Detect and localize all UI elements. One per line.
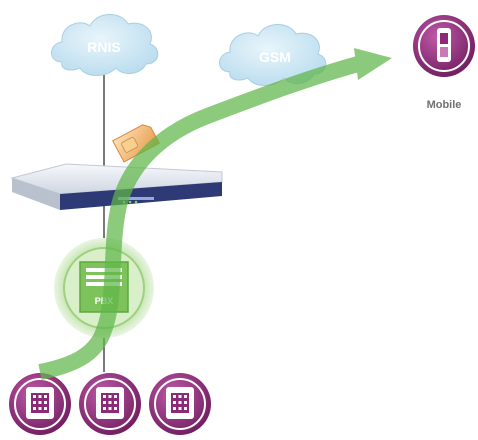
phones-group bbox=[9, 373, 211, 435]
mobile-label: Mobile bbox=[427, 99, 462, 111]
gsm-cloud: GSM bbox=[219, 24, 327, 86]
rnis-cloud: RNIS bbox=[51, 14, 159, 76]
sim-card-icon bbox=[112, 124, 160, 163]
rnis-label: RNIS bbox=[87, 39, 120, 55]
mobile-phone-icon bbox=[413, 15, 475, 77]
gsm-label: GSM bbox=[259, 49, 291, 65]
desk-phone-icon bbox=[149, 373, 211, 435]
desk-phone-icon bbox=[9, 373, 71, 435]
call-path-arrow bbox=[38, 48, 392, 380]
gateway-device-icon bbox=[10, 163, 223, 210]
desk-phone-icon bbox=[79, 373, 141, 435]
